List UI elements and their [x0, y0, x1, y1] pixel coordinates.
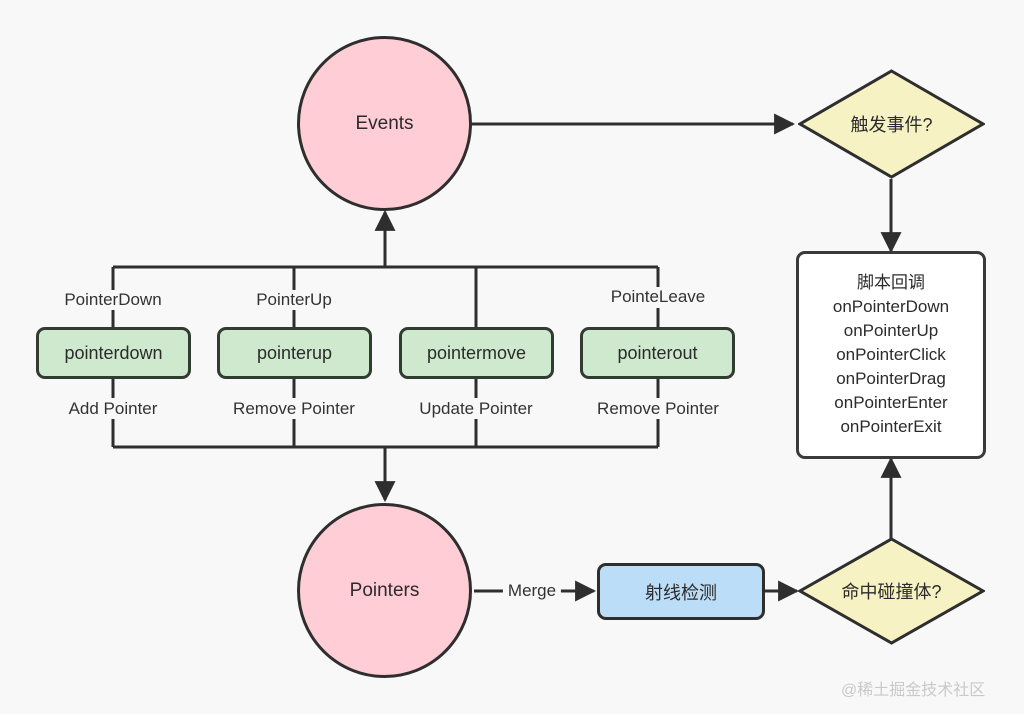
- node-callback-box[interactable]: 脚本回调 onPointerDown onPointerUp onPointer…: [796, 251, 986, 459]
- node-trigger-decision[interactable]: 触发事件?: [798, 69, 985, 179]
- node-hit-decision[interactable]: 命中碰撞体?: [798, 537, 985, 645]
- callback-item-2: onPointerClick: [836, 345, 946, 364]
- callback-item-5: onPointerExit: [840, 417, 942, 436]
- callback-item-0: onPointerDown: [832, 297, 950, 316]
- watermark: @稀土掘金技术社区: [841, 682, 986, 699]
- callback-item-3: onPointerDrag: [836, 369, 946, 388]
- event-box-label: pointerout: [617, 342, 698, 363]
- callback-item-4: onPointerEnter: [834, 393, 948, 412]
- edge-label-remove-pointer-out: Remove Pointer: [592, 399, 724, 419]
- node-raycast-label: 射线检测: [645, 582, 717, 603]
- node-raycast-box[interactable]: 射线检测: [597, 563, 765, 620]
- node-event-box-pointerout[interactable]: pointerout: [580, 327, 735, 379]
- edge-label-pointerdown: PointerDown: [59, 290, 167, 310]
- node-event-box-pointermove[interactable]: pointermove: [399, 327, 554, 379]
- event-box-label: pointerdown: [64, 342, 163, 363]
- callback-item-1: onPointerUp: [843, 321, 939, 340]
- node-events-label: Events: [355, 112, 414, 134]
- node-pointers[interactable]: Pointers: [297, 503, 472, 678]
- edge-label-add-pointer: Add Pointer: [63, 399, 163, 419]
- event-box-label: pointerup: [256, 342, 333, 363]
- edge-label-update-pointer: Update Pointer: [414, 399, 538, 419]
- node-events[interactable]: Events: [297, 36, 472, 211]
- edge-label-pointerup: PointerUp: [251, 290, 337, 310]
- edge-label-merge: Merge: [502, 581, 562, 601]
- edge-label-pointeleave: PointeLeave: [605, 287, 711, 307]
- callback-title: 脚本回调: [857, 273, 925, 292]
- node-event-box-pointerup[interactable]: pointerup: [217, 327, 372, 379]
- node-event-box-pointerdown[interactable]: pointerdown: [36, 327, 191, 379]
- event-box-label: pointermove: [426, 342, 527, 363]
- edge-label-remove-pointer-up: Remove Pointer: [228, 399, 360, 419]
- node-pointers-label: Pointers: [349, 579, 420, 601]
